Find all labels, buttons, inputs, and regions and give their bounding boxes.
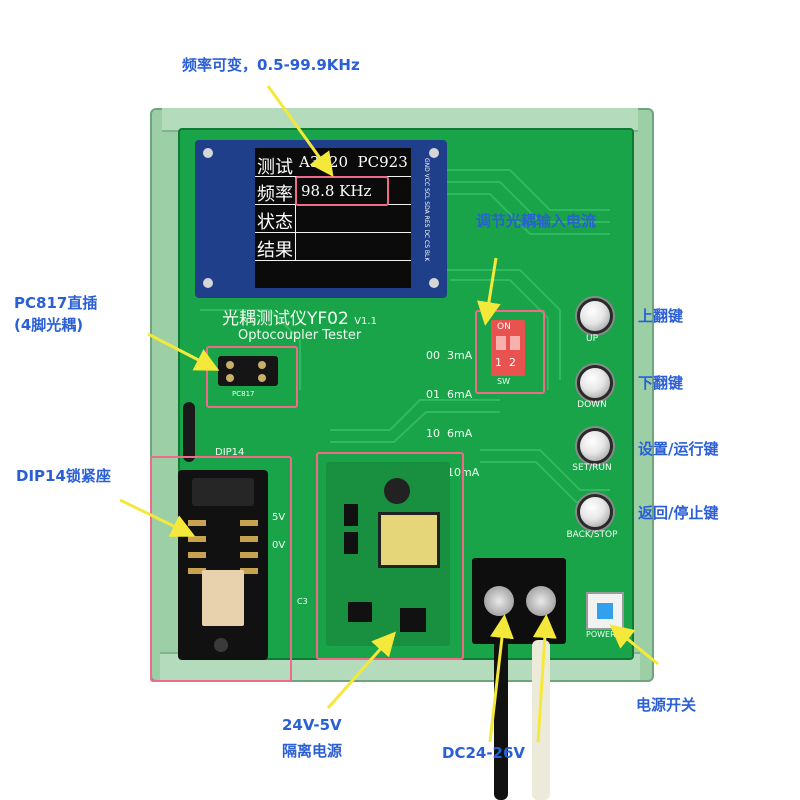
power-button[interactable] <box>586 592 624 630</box>
arrow-psu <box>326 631 396 709</box>
down-button-label: DOWN <box>577 400 607 410</box>
current-row: 10 6mA <box>426 427 473 440</box>
dip14-zif-socket[interactable] <box>178 470 268 660</box>
callout-dc-input: DC24-26V <box>442 744 526 762</box>
arrow-frequency <box>266 85 334 177</box>
current-row: 00 3mA <box>426 349 473 362</box>
arrow-pc817 <box>147 332 220 371</box>
lcd-pin-labels: GND VCC SCL SDA RES DC CS BLK <box>423 158 430 262</box>
callout-isolated-psu: 24V-5V <box>282 716 342 734</box>
white-wire <box>532 640 550 800</box>
callout-set-run-key: 设置/运行键 <box>638 440 719 458</box>
lcd-row1-label: 测试 <box>257 157 293 178</box>
callout-frequency: 频率可变，0.5-99.9KHz <box>182 56 360 74</box>
set-run-button[interactable] <box>577 428 613 464</box>
pc817-highlight-box <box>206 346 298 408</box>
arrow-dip14 <box>119 498 196 537</box>
callout-down-key: 下翻键 <box>638 374 684 392</box>
lcd-mount-hole <box>203 278 213 288</box>
dip-switch[interactable]: ON 1 2 <box>491 320 525 376</box>
board-subtitle: Optocoupler Tester <box>238 328 362 343</box>
pc817-silk-label: PC817 <box>232 390 255 398</box>
lcd-row4-label: 结果 <box>257 240 293 261</box>
up-button[interactable] <box>577 298 613 334</box>
lcd-row2-label: 频率 <box>257 184 293 205</box>
rail-0v-label: 0V <box>272 540 286 551</box>
arrow-current <box>477 257 501 326</box>
back-stop-button[interactable] <box>577 494 613 530</box>
callout-pc817: PC817直插 <box>14 294 98 312</box>
callout-isolated-psu-sub: 隔离电源 <box>282 742 343 760</box>
back-stop-button-label: BACK/STOP <box>566 530 618 540</box>
rail-5v-label: 5V <box>272 512 286 523</box>
callout-power-switch: 电源开关 <box>636 696 697 714</box>
callout-pc817-sub: (4脚光耦) <box>14 316 84 334</box>
dip14-silk-label: DIP14 <box>215 447 245 458</box>
dip14-highlight-box <box>150 456 292 682</box>
callout-dip14: DIP14锁紧座 <box>16 467 111 485</box>
lcd-screen: 测试 A3120 PC923 频率 98.8 KHz 状态 结果 <box>255 148 411 288</box>
dip-switch-lever-2[interactable] <box>510 336 520 350</box>
c3-silk-label: C3 <box>297 597 308 606</box>
dip-switch-on-label: ON <box>497 322 511 332</box>
arrow-dc-1 <box>488 614 514 743</box>
dip-switch-position-labels: 1 2 <box>495 356 516 369</box>
power-module-highlight-box <box>316 452 464 660</box>
frequency-highlight-box <box>295 176 389 206</box>
power-module <box>326 462 450 646</box>
lcd-mount-hole <box>203 148 213 158</box>
transformer <box>378 512 440 568</box>
board-title: 光耦测试仪YF02 V1.1 <box>222 304 377 329</box>
dc-terminal-block[interactable] <box>472 558 566 644</box>
test-chip <box>202 570 244 626</box>
callout-up-key: 上翻键 <box>638 307 684 325</box>
pcb-traces <box>200 169 610 503</box>
dip-switch-lever-1[interactable] <box>496 336 506 350</box>
power-silk-label: POWER <box>586 630 616 639</box>
terminal-screw-2[interactable] <box>526 586 556 616</box>
power-button-cap[interactable] <box>597 603 613 619</box>
arrow-power <box>609 624 659 666</box>
arrow-dc-2 <box>532 614 557 743</box>
lcd-mount-hole <box>429 278 439 288</box>
board-version: V1.1 <box>354 316 377 327</box>
lcd-mount-hole <box>429 148 439 158</box>
pc817-socket[interactable] <box>218 356 278 386</box>
callout-back-stop-key: 返回/停止键 <box>638 504 719 522</box>
lcd-row2-value: 98.8 KHz <box>301 182 372 200</box>
dip-switch-highlight-box <box>475 310 545 394</box>
lcd-row3-label: 状态 <box>257 212 293 233</box>
up-button-label: UP <box>585 334 598 344</box>
current-row: 01 6mA <box>426 388 473 401</box>
dip-switch-sw-label: SW <box>497 377 510 386</box>
zif-lever[interactable] <box>183 402 195 462</box>
callout-current-adjust: 调节光耦输入电流 <box>476 212 597 230</box>
down-button[interactable] <box>577 365 613 401</box>
terminal-screw-1[interactable] <box>484 586 514 616</box>
set-run-button-label: SET/RUN <box>572 463 612 473</box>
board-title-cn: 光耦测试仪YF02 <box>222 309 349 329</box>
